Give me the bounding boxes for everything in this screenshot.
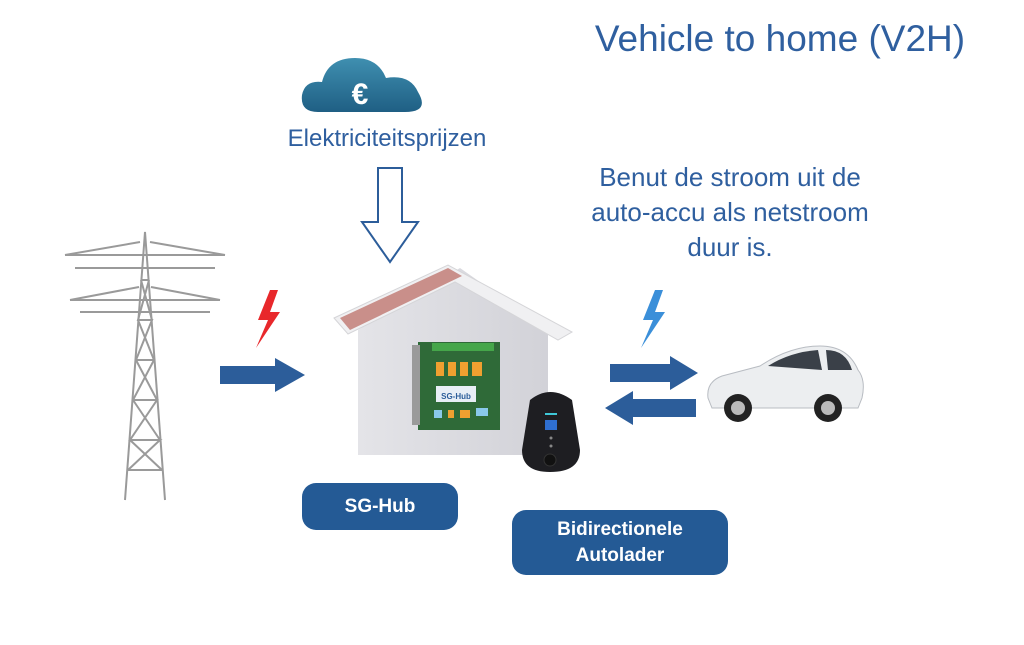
- bidirectional-charger-badge: Bidirectionele Autolader: [512, 510, 728, 575]
- benefit-line: duur is.: [687, 232, 773, 262]
- charger-label-line: Autolader: [575, 544, 665, 566]
- sg-hub-badge: SG-Hub: [302, 483, 458, 530]
- red-lightning-icon: [256, 290, 280, 348]
- house-to-car-arrow: [610, 356, 698, 390]
- cloud-euro-icon: €: [301, 58, 422, 112]
- electricity-prices-label: Elektriciteitsprijzen: [287, 125, 487, 152]
- grid-to-house-arrow: [220, 358, 305, 392]
- benefit-line: Benut de stroom uit de: [599, 162, 861, 192]
- euro-symbol: €: [352, 78, 369, 111]
- charger-label-line: Bidirectionele: [557, 518, 683, 540]
- benefit-text: Benut de stroom uit de auto-accu als net…: [570, 160, 890, 265]
- page-title: Vehicle to home (V2H): [594, 18, 966, 59]
- benefit-line: auto-accu als netstroom: [591, 197, 869, 227]
- power-pylon-icon: [64, 231, 226, 501]
- car-icon: [707, 345, 864, 422]
- sg-hub-board-icon: SG-Hub: [412, 342, 500, 430]
- down-arrow-icon: [360, 167, 420, 264]
- board-label: SG-Hub: [441, 392, 471, 401]
- blue-lightning-icon: [641, 290, 665, 348]
- ev-charger-icon: [522, 392, 580, 472]
- car-to-house-arrow: [605, 391, 696, 425]
